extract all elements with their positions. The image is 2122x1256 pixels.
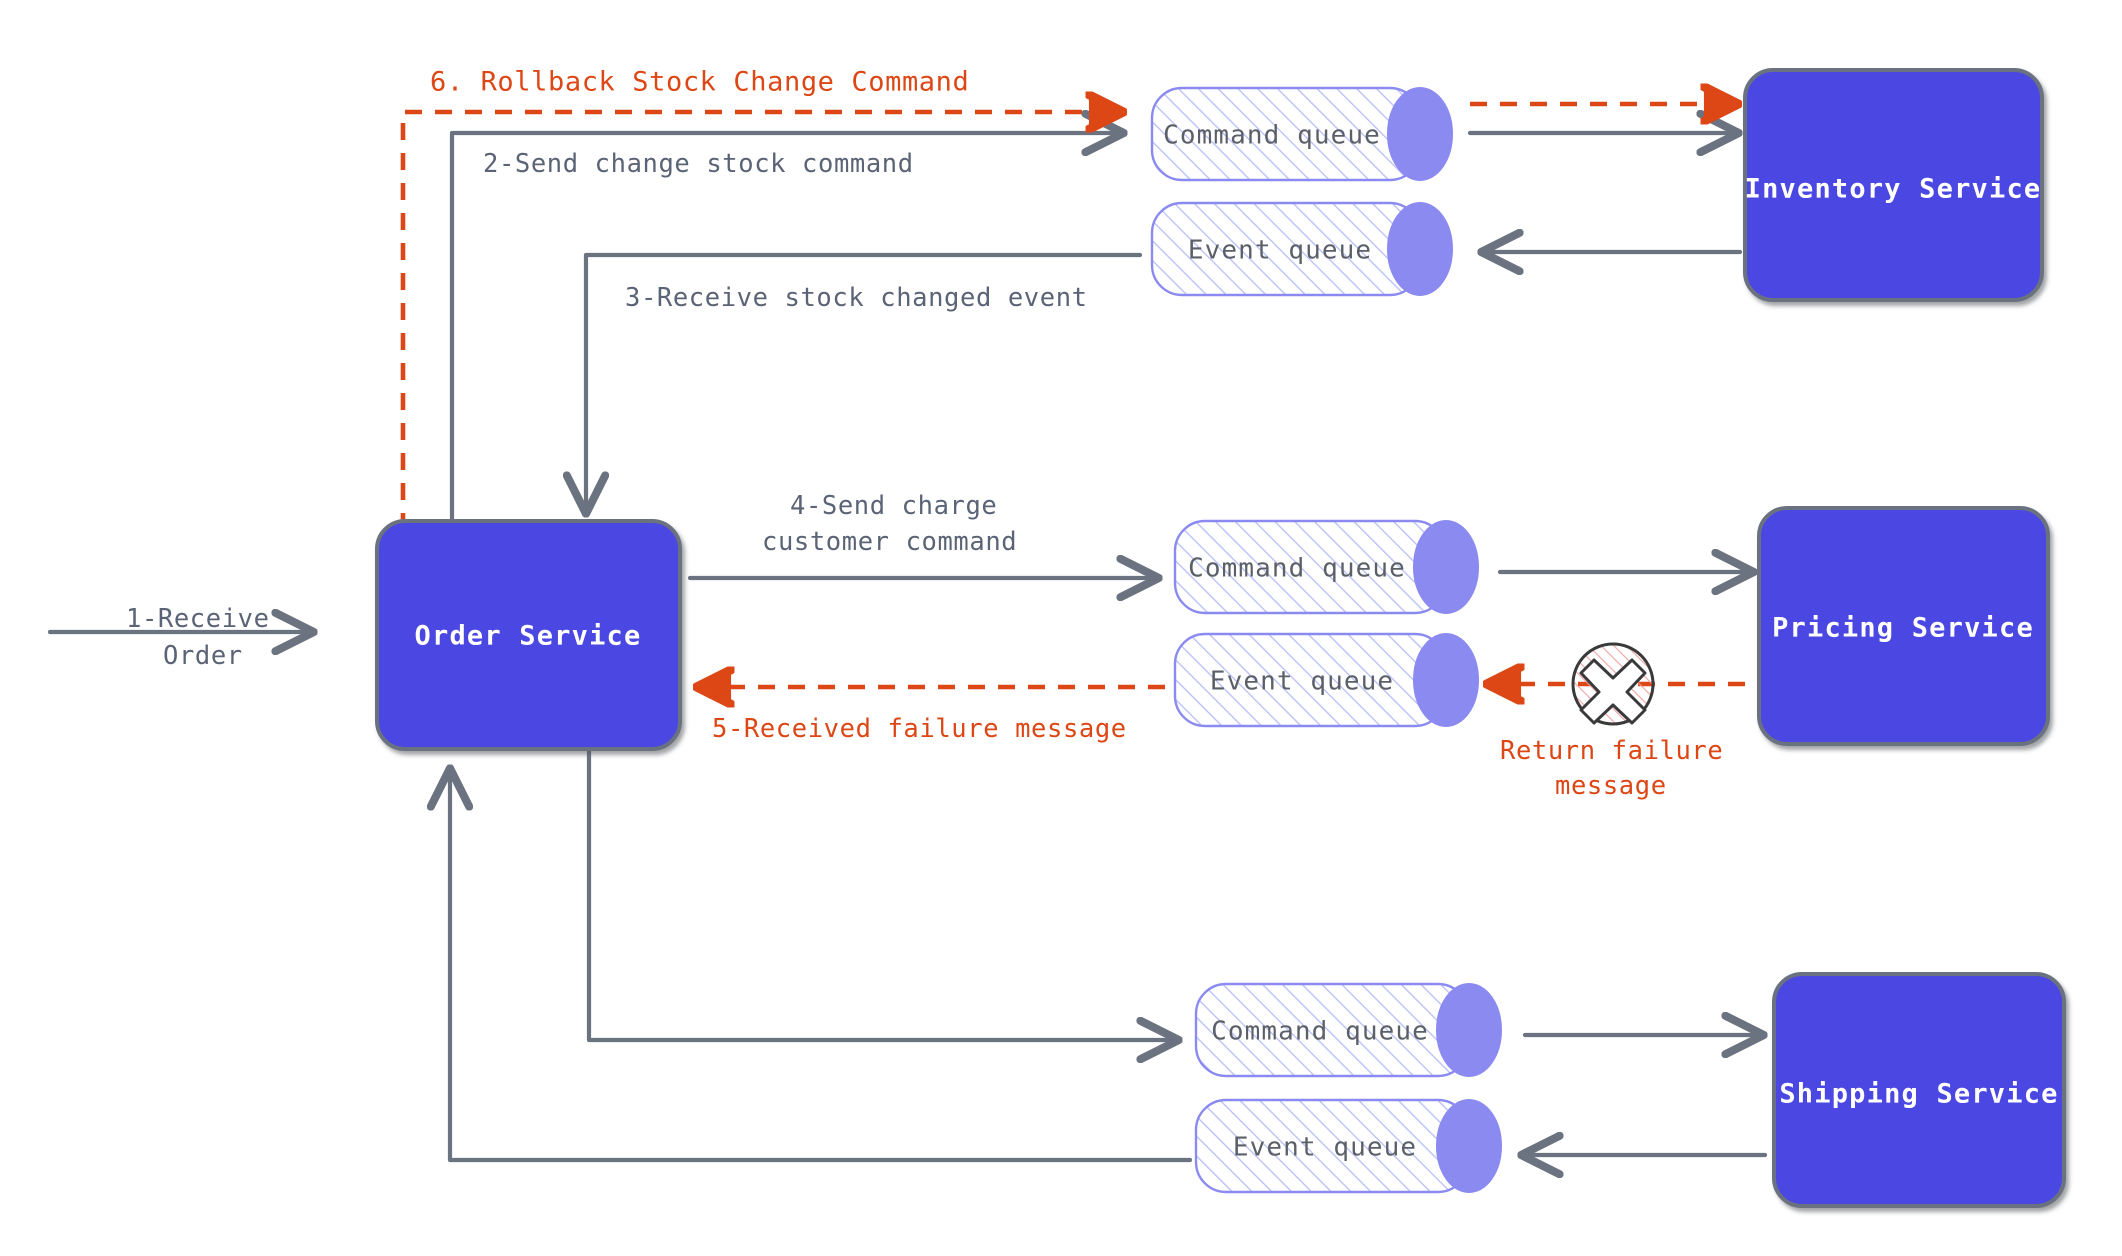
queue-label: Event queue — [1188, 236, 1372, 266]
queue-label: Command queue — [1163, 121, 1381, 151]
service-label: Pricing Service — [1772, 613, 2034, 644]
queue-inventory-event[interactable]: Event queue — [1150, 201, 1453, 297]
edge-label-7-line1: Return failure — [1500, 736, 1723, 766]
queue-inventory-command[interactable]: Command queue — [1150, 86, 1453, 182]
queue-pricing-command[interactable]: Command queue — [1173, 519, 1479, 615]
queue-shipping-event[interactable]: Event queue — [1194, 1098, 1502, 1194]
edge-label-7-line2: message — [1555, 771, 1667, 801]
queue-label: Event queue — [1210, 667, 1394, 697]
service-pricing[interactable]: Pricing Service — [1757, 506, 2050, 746]
edge-shipping-event-queue-to-order — [450, 772, 1193, 1163]
edge-order-to-shipping-command-queue — [586, 747, 1175, 1040]
service-order[interactable]: Order Service — [375, 519, 682, 751]
service-label: Shipping Service — [1779, 1079, 2058, 1110]
edge-label-5: 5-Received failure message — [712, 714, 1127, 744]
failure-x-icon — [1571, 642, 1655, 726]
edge-3-receive-stock-changed-event — [586, 252, 1143, 510]
edge-label-4-line2: customer command — [762, 527, 1017, 557]
edge-label-6: 6. Rollback Stock Change Command — [430, 67, 969, 98]
edge-label-2: 2-Send change stock command — [483, 149, 914, 179]
edge-label-1-line1: 1-Receive — [126, 604, 270, 634]
edge-label-1-line2: Order — [163, 641, 243, 671]
queue-label: Command queue — [1211, 1017, 1429, 1047]
service-label: Order Service — [415, 621, 642, 652]
edge-label-3: 3-Receive stock changed event — [625, 283, 1088, 313]
queue-label: Command queue — [1188, 554, 1406, 584]
service-shipping[interactable]: Shipping Service — [1772, 972, 2066, 1208]
edge-6-rollback-stock-change-command — [400, 112, 1120, 560]
service-label: Inventory Service — [1745, 174, 2042, 205]
service-inventory[interactable]: Inventory Service — [1743, 68, 2044, 302]
edge-2-send-change-stock-command — [449, 133, 1120, 633]
edge-label-4-line1: 4-Send charge — [790, 491, 997, 521]
queue-label: Event queue — [1233, 1133, 1417, 1163]
queue-pricing-event[interactable]: Event queue — [1173, 632, 1479, 728]
queue-shipping-command[interactable]: Command queue — [1194, 982, 1502, 1078]
